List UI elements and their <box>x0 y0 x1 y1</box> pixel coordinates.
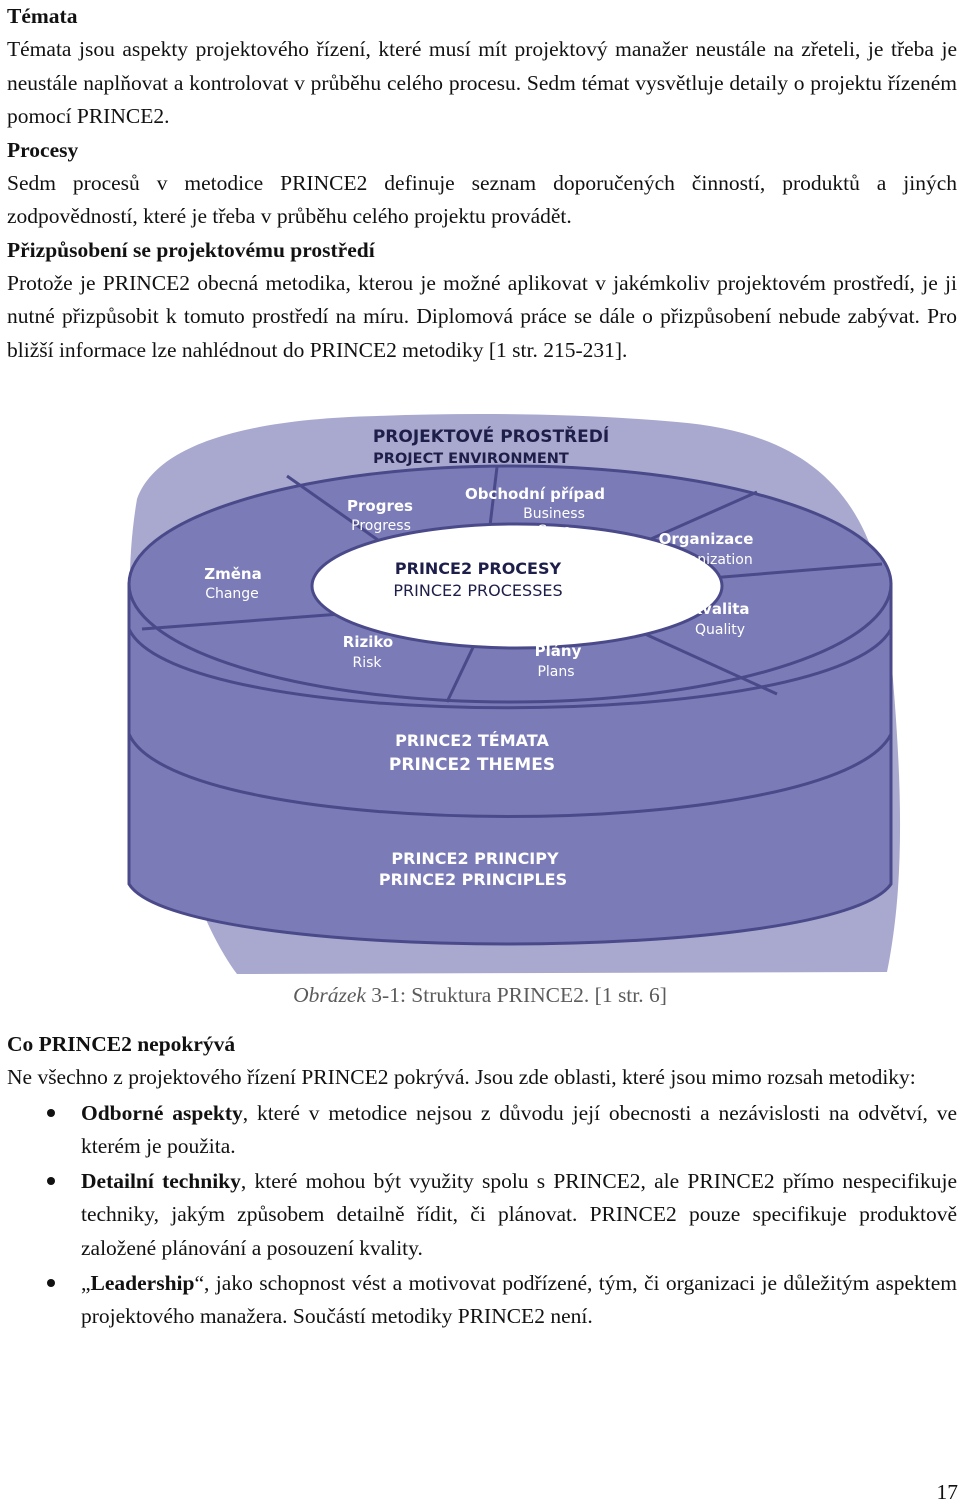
env-title-cz: PROJEKTOVÉ PROSTŘEDÍ <box>373 425 609 447</box>
heading-prizpusobeni: Přizpůsobení se projektovému prostředí <box>7 237 375 262</box>
heading-procesy: Procesy <box>7 137 79 162</box>
themes-title-cz: PRINCE2 TÉMATA <box>395 731 549 750</box>
list-item-text: , které v metodice nejsou z důvodu její … <box>81 1100 957 1158</box>
theme-label-obchodni-pripad: Obchodní případ <box>465 485 605 503</box>
theme-label-business: Business <box>523 506 585 522</box>
paragraph-nepokryva: Ne všechno z projektového řízení PRINCE2… <box>7 1065 916 1089</box>
list-item-bold: Odborné aspekty <box>81 1100 243 1125</box>
cylinder-ring-principles <box>127 733 893 818</box>
processes-title-en: PRINCE2 PROCESSES <box>393 581 562 600</box>
list-item: Odborné aspekty, které v metodice nejsou… <box>7 1097 957 1164</box>
theme-label-progress: Progress <box>351 518 411 534</box>
theme-label-change: Change <box>205 586 259 602</box>
bullet-icon <box>47 1177 55 1186</box>
text-block-bottom: Co PRINCE2 nepokrývá Ne všechno z projek… <box>7 1028 957 1336</box>
caption-text: 3-1: Struktura PRINCE2. [1 str. 6] <box>365 983 667 1007</box>
paragraph-temata: Témata jsou aspekty projektového řízení,… <box>7 37 957 128</box>
bullet-list: Odborné aspekty, které v metodice nejsou… <box>7 1097 957 1334</box>
processes-title-cz: PRINCE2 PROCESY <box>395 559 562 578</box>
figure-caption: Obrázek 3-1: Struktura PRINCE2. [1 str. … <box>0 978 960 1012</box>
theme-label-quality: Quality <box>695 622 745 638</box>
list-item-quote: „ <box>81 1270 91 1295</box>
list-item: „Leadership“, jako schopnost vést a moti… <box>7 1267 957 1334</box>
heading-nepokryva: Co PRINCE2 nepokrývá <box>7 1032 236 1056</box>
prince2-structure-diagram: PROJEKTOVÉ PROSTŘEDÍ PROJECT ENVIRONMENT… <box>117 404 903 978</box>
theme-label-organizace: Organizace <box>659 530 754 548</box>
processes-ellipse <box>310 522 724 650</box>
themes-title-en: PRINCE2 THEMES <box>389 755 555 775</box>
bullet-icon <box>47 1278 55 1287</box>
theme-label-case: Case <box>537 523 571 539</box>
theme-label-plany: Plány <box>535 642 582 660</box>
theme-label-progres: Progres <box>347 497 413 515</box>
heading-temata: Témata <box>7 4 78 28</box>
cylinder-ring-themes <box>127 628 893 710</box>
bullet-icon <box>47 1108 55 1117</box>
text-block-top: Témata Témata jsou aspekty projektového … <box>7 0 957 367</box>
theme-label-riziko: Riziko <box>343 633 393 651</box>
theme-label-plans: Plans <box>537 664 574 680</box>
list-item: Detailní techniky, které mohou být využi… <box>7 1165 957 1265</box>
env-title-en: PROJECT ENVIRONMENT <box>373 451 569 467</box>
principles-title-cz: PRINCE2 PRINCIPY <box>391 849 559 868</box>
theme-label-kvalita: Kvalita <box>690 600 749 618</box>
theme-label-zmena: Změna <box>204 565 261 583</box>
caption-label: Obrázek <box>293 983 366 1007</box>
paragraph-procesy: Sedm procesů v metodice PRINCE2 definuje… <box>7 170 957 229</box>
list-item-bold: Detailní techniky <box>81 1169 241 1194</box>
list-item-bold: Leadership <box>90 1270 195 1295</box>
theme-label-risk: Risk <box>352 655 382 671</box>
theme-label-organization: Organization <box>663 552 753 568</box>
principles-title-en: PRINCE2 PRINCIPLES <box>379 870 567 889</box>
list-item-text: , které mohou být využity spolu s PRINCE… <box>81 1169 957 1260</box>
list-item-text: “, jako schopnost vést a motivovat podří… <box>81 1270 957 1329</box>
page-number: 17 <box>936 1480 959 1504</box>
paragraph-prizpusobeni: Protože je PRINCE2 obecná metodika, kter… <box>7 270 957 362</box>
